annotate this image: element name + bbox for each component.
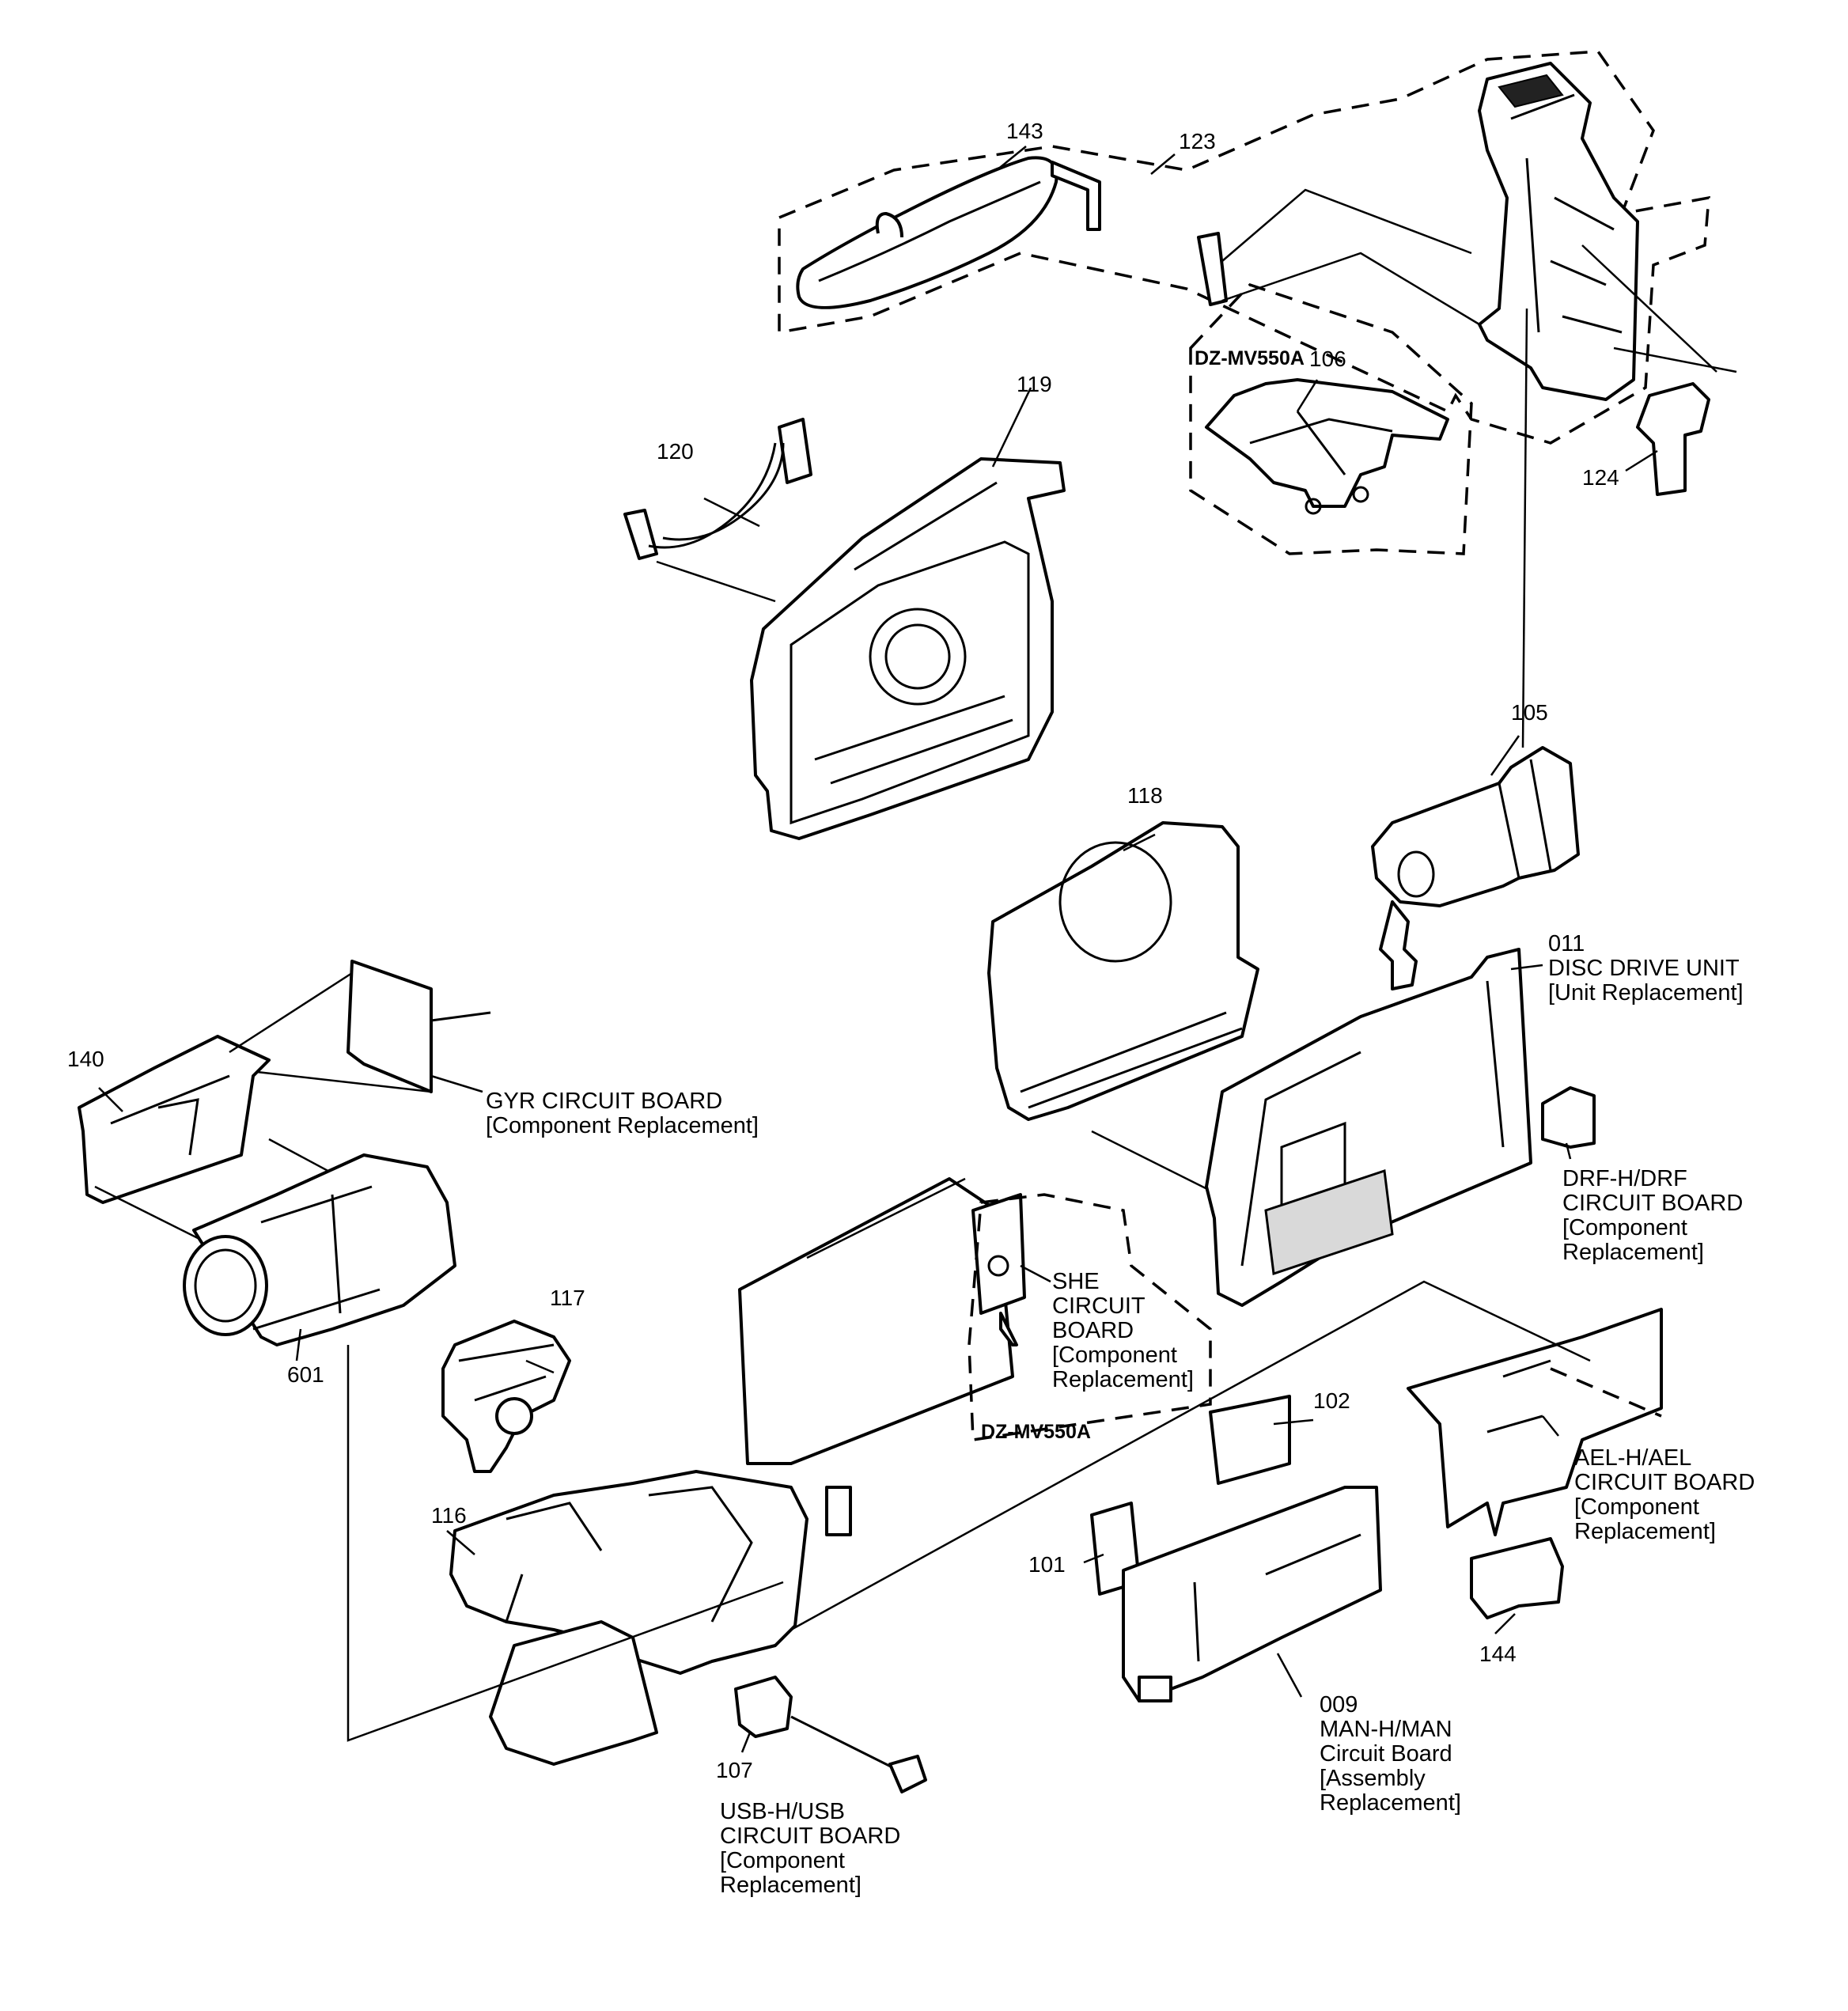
callout-usb-line1: USB-H/USB bbox=[720, 1799, 845, 1824]
callout-drf-line1: DRF-H/DRF bbox=[1562, 1166, 1687, 1191]
callout-she-line5: Replacement] bbox=[1052, 1367, 1194, 1392]
label-120: 120 bbox=[657, 439, 694, 464]
callout-man: 009 MAN-H/MAN Circuit Board [Assembly Re… bbox=[1320, 1693, 1461, 1816]
shield-plate bbox=[738, 1177, 1014, 1465]
part-105-viewfinder bbox=[1371, 746, 1580, 990]
callout-drf-line2: CIRCUIT BOARD bbox=[1562, 1191, 1744, 1216]
label-144: 144 bbox=[1479, 1642, 1517, 1666]
part-she-board bbox=[971, 1193, 1026, 1346]
callout-ael-line3: [Component bbox=[1574, 1494, 1699, 1520]
part-120-flex-cable bbox=[623, 418, 812, 560]
callout-usb: USB-H/USB CIRCUIT BOARD [Component Repla… bbox=[720, 1800, 900, 1898]
part-143-hand-strap bbox=[796, 156, 1101, 309]
part-009-man-board bbox=[1122, 1486, 1382, 1702]
label-105: 105 bbox=[1511, 700, 1548, 725]
model-tag-top: DZ-MV550A bbox=[1195, 347, 1305, 369]
label-107: 107 bbox=[716, 1758, 753, 1782]
part-drf-board bbox=[1541, 1086, 1596, 1149]
part-123-grip-frame bbox=[1197, 62, 1639, 401]
callout-ael-line1: AEL-H/AEL bbox=[1574, 1445, 1692, 1471]
label-124: 124 bbox=[1582, 465, 1619, 490]
assembly-outline-she bbox=[968, 1193, 1212, 1442]
part-106-bracket bbox=[1205, 378, 1449, 515]
callout-disc-drive-line2: [Unit Replacement] bbox=[1548, 980, 1744, 1006]
part-124-bracket bbox=[1636, 382, 1710, 496]
callout-man-num: 009 bbox=[1320, 1692, 1358, 1717]
label-102: 102 bbox=[1313, 1388, 1350, 1413]
callout-disc-drive-line1: DISC DRIVE UNIT bbox=[1548, 956, 1740, 981]
model-tag-bottom: DZ-MV550A bbox=[981, 1421, 1091, 1443]
callout-man-line2: Circuit Board bbox=[1320, 1741, 1452, 1767]
callout-gyr-line1: GYR CIRCUIT BOARD bbox=[486, 1089, 723, 1114]
label-140: 140 bbox=[67, 1047, 104, 1071]
callout-ael: AEL-H/AEL CIRCUIT BOARD [Component Repla… bbox=[1574, 1446, 1755, 1544]
callout-drf-line3: [Component bbox=[1562, 1215, 1687, 1240]
label-118: 118 bbox=[1127, 783, 1163, 808]
part-102-board bbox=[1209, 1395, 1291, 1485]
label-143: 143 bbox=[1006, 119, 1043, 143]
part-117-mechanism bbox=[441, 1320, 571, 1473]
callout-man-line4: Replacement] bbox=[1320, 1790, 1461, 1816]
part-140-bracket bbox=[78, 1035, 271, 1204]
part-116-frame bbox=[449, 1470, 852, 1766]
callout-ael-line4: Replacement] bbox=[1574, 1519, 1716, 1544]
callout-drf-line4: Replacement] bbox=[1562, 1240, 1704, 1265]
callout-disc-drive: 011 DISC DRIVE UNIT [Unit Replacement] bbox=[1548, 932, 1744, 1006]
part-601-lens-block bbox=[183, 1153, 456, 1346]
part-119-disc-mechanism bbox=[750, 457, 1066, 840]
label-601: 601 bbox=[287, 1362, 324, 1387]
callout-drf: DRF-H/DRF CIRCUIT BOARD [Component Repla… bbox=[1562, 1167, 1743, 1265]
callout-usb-line3: [Component bbox=[720, 1848, 845, 1873]
part-118-disc-holder bbox=[987, 821, 1259, 1121]
label-106: 106 bbox=[1309, 347, 1346, 371]
part-144-bracket bbox=[1470, 1537, 1564, 1619]
callout-man-line3: [Assembly bbox=[1320, 1766, 1426, 1791]
label-101: 101 bbox=[1028, 1552, 1066, 1577]
assembly-outline-106 bbox=[1189, 282, 1473, 555]
part-gyr-board bbox=[346, 960, 491, 1093]
callout-disc-drive-num: 011 bbox=[1548, 931, 1585, 956]
label-123: 123 bbox=[1179, 129, 1216, 153]
callout-she-line4: [Component bbox=[1052, 1343, 1177, 1368]
callout-she: SHE CIRCUIT BOARD [Component Replacement… bbox=[1052, 1270, 1194, 1392]
label-117: 117 bbox=[550, 1286, 585, 1310]
label-116: 116 bbox=[431, 1503, 467, 1528]
assembly-outline-grip bbox=[778, 50, 1710, 445]
callout-she-line1: SHE bbox=[1052, 1269, 1100, 1294]
callout-she-line3: BOARD bbox=[1052, 1318, 1134, 1343]
callout-ael-line2: CIRCUIT BOARD bbox=[1574, 1470, 1755, 1495]
callout-gyr-line2: [Component Replacement] bbox=[486, 1113, 759, 1138]
part-011-disc-drive-unit bbox=[1205, 948, 1532, 1307]
callout-usb-line2: CIRCUIT BOARD bbox=[720, 1824, 901, 1849]
part-ael-board bbox=[1407, 1308, 1663, 1536]
label-119: 119 bbox=[1017, 372, 1052, 396]
callout-she-line2: CIRCUIT bbox=[1052, 1293, 1146, 1319]
callout-man-line1: MAN-H/MAN bbox=[1320, 1717, 1452, 1742]
callout-usb-line4: Replacement] bbox=[720, 1873, 862, 1898]
callout-gyr: GYR CIRCUIT BOARD [Component Replacement… bbox=[486, 1089, 759, 1138]
part-107-usb-connector bbox=[734, 1676, 927, 1793]
